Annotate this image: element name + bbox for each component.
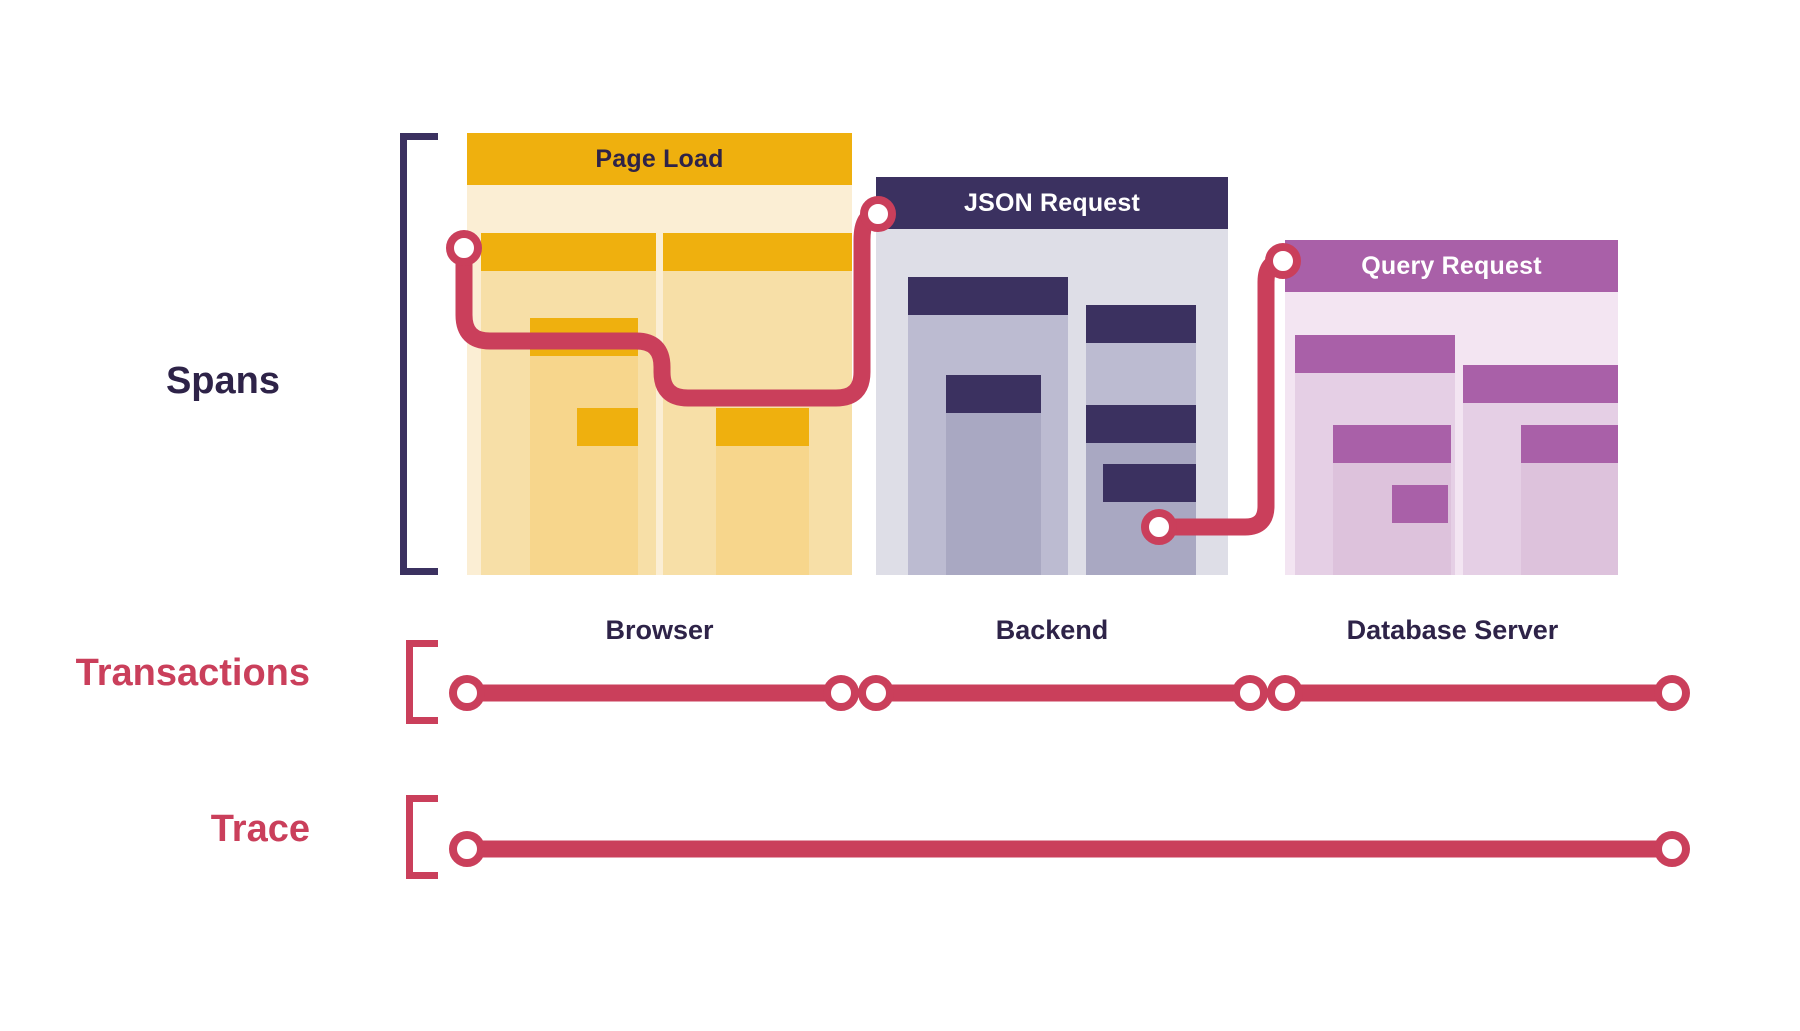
- service-title-backend: JSON Request: [876, 177, 1228, 229]
- service-column-browser: Page Load: [467, 133, 852, 575]
- span-cap-page-load-grandchild-b: [716, 408, 809, 446]
- trace-span-full-endpoint-end: [1654, 831, 1690, 867]
- bracket-transactions: [406, 640, 438, 724]
- service-name-database: Database Server: [1346, 615, 1559, 645]
- span-cap-query-request-grandchild-b: [1521, 425, 1618, 463]
- service-body-browser: [467, 185, 852, 575]
- span-cap-query-request-child-b: [1463, 365, 1618, 403]
- span-bar-query-request-grandchild-b: [1521, 425, 1618, 575]
- span-cap-query-request-leaf-a: [1392, 485, 1448, 523]
- service-column-database: Query Request: [1285, 240, 1618, 575]
- span-cap-json-request-grandchild-a: [946, 375, 1041, 413]
- service-title-browser: Page Load: [467, 133, 852, 185]
- row-label-trace: Trace: [210, 808, 310, 850]
- transaction-database-endpoint-end: [1654, 675, 1690, 711]
- span-cap-json-request-leaf-b: [1103, 464, 1196, 502]
- span-bar-json-request-leaf-b: [1103, 464, 1196, 575]
- transaction-backend: [858, 675, 1268, 711]
- span-cap-page-load-grandchild-a: [530, 318, 638, 356]
- span-bar-page-load-grandchild-b: [716, 408, 809, 575]
- span-cap-query-request-grandchild-a: [1333, 425, 1451, 463]
- service-name-browser: Browser: [605, 615, 714, 645]
- span-cap-json-request-child-a: [908, 277, 1068, 315]
- span-bar-query-request-leaf-a: [1392, 485, 1448, 575]
- span-cap-page-load-leaf-a: [577, 408, 638, 446]
- trace-span-full: [449, 831, 1690, 867]
- transaction-database: [1267, 675, 1690, 711]
- transaction-browser-endpoint-end: [823, 675, 859, 711]
- span-cap-page-load-child-b: [663, 233, 852, 271]
- transaction-browser: [449, 675, 859, 711]
- service-body-backend: [876, 229, 1228, 575]
- service-column-backend: JSON Request: [876, 177, 1228, 575]
- service-body-database: [1285, 292, 1618, 575]
- service-name-backend: Backend: [995, 615, 1109, 645]
- span-cap-query-request-child-a: [1295, 335, 1455, 373]
- bracket-trace: [406, 795, 438, 879]
- transaction-backend-endpoint-start: [858, 675, 894, 711]
- span-cap-json-request-grandchild-b: [1086, 405, 1196, 443]
- span-cap-json-request-child-b: [1086, 305, 1196, 343]
- row-label-transactions: Transactions: [75, 652, 310, 694]
- row-label-spans: Spans: [165, 360, 280, 402]
- span-bar-json-request-grandchild-a: [946, 375, 1041, 575]
- span-cap-page-load-child-a: [481, 233, 656, 271]
- transaction-browser-endpoint-start: [449, 675, 485, 711]
- trace-span-full-endpoint-start: [449, 831, 485, 867]
- service-title-database: Query Request: [1285, 240, 1618, 292]
- transaction-database-endpoint-start: [1267, 675, 1303, 711]
- bracket-spans: [400, 133, 438, 575]
- span-bar-page-load-leaf-a: [577, 408, 638, 575]
- transaction-backend-endpoint-end: [1232, 675, 1268, 711]
